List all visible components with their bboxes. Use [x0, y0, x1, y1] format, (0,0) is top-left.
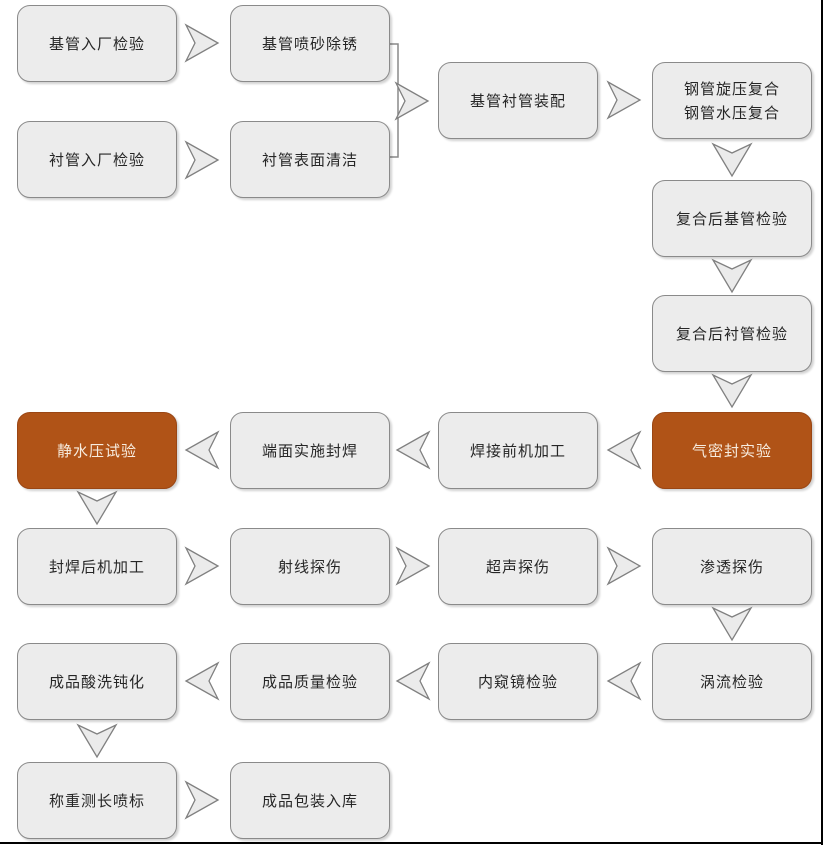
flow-node-label: 复合后基管检验: [675, 209, 788, 228]
chevron-arrow-right-icon: [606, 546, 642, 586]
chevron-arrow-left-icon: [606, 661, 642, 701]
flow-node-liner-pipe-surface-clean: 衬管表面清洁: [230, 121, 390, 198]
flow-node-post-clad-liner-inspection: 复合后衬管检验: [652, 295, 812, 372]
flow-node-eddy-current-inspection: 涡流检验: [652, 643, 812, 720]
flow-node-post-clad-base-inspection: 复合后基管检验: [652, 180, 812, 257]
flow-node-label: 基管衬管装配: [469, 91, 566, 110]
flow-node-label: 渗透探伤: [699, 557, 764, 576]
flow-node-label: 成品质量检验: [261, 672, 358, 691]
flow-node-label: 复合后衬管检验: [675, 324, 788, 343]
chevron-arrow-right-icon: [184, 23, 220, 63]
flow-node-label: 衬管入厂检验: [48, 150, 145, 169]
flow-node-label: 端面实施封焊: [261, 441, 358, 460]
flow-node-endoscope-inspection: 内窥镜检验: [438, 643, 598, 720]
flow-node-label: 成品酸洗钝化: [48, 672, 145, 691]
chevron-arrow-right-icon: [184, 546, 220, 586]
chevron-arrow-right-icon: [395, 546, 431, 586]
chevron-arrow-down-icon: [76, 490, 118, 526]
chevron-arrow-left-icon: [184, 661, 220, 701]
flow-node-base-pipe-sandblast-derust: 基管喷砂除锈: [230, 5, 390, 82]
chevron-arrow-down-icon: [711, 258, 753, 294]
flow-node-label: 焊接前机加工: [469, 441, 566, 460]
flow-node-base-pipe-incoming-inspection: 基管入厂检验: [17, 5, 177, 82]
flow-node-end-face-seal-weld: 端面实施封焊: [230, 412, 390, 489]
flow-node-product-pickling-passivation: 成品酸洗钝化: [17, 643, 177, 720]
chevron-arrow-down-icon: [711, 142, 753, 178]
flow-node-post-weld-machining: 封焊后机加工: [17, 528, 177, 605]
flow-node-label: 钢管水压复合: [683, 103, 780, 122]
chevron-arrow-left-icon: [395, 661, 431, 701]
flow-node-label: 衬管表面清洁: [261, 150, 358, 169]
flow-node-label: 内窥镜检验: [477, 672, 558, 691]
chevron-arrow-left-icon: [606, 430, 642, 470]
flow-node-base-liner-assembly: 基管衬管装配: [438, 62, 598, 139]
flow-node-product-packing-storage: 成品包装入库: [230, 762, 390, 839]
flow-node-label: 基管入厂检验: [48, 34, 145, 53]
flow-node-label: 基管喷砂除锈: [261, 34, 358, 53]
chevron-arrow-right-icon: [394, 81, 430, 121]
flow-node-air-tightness-test: 气密封实验: [652, 412, 812, 489]
chevron-arrow-right-icon: [606, 80, 642, 120]
chevron-arrow-down-icon: [76, 723, 118, 759]
frame-border-right: [821, 0, 823, 845]
flow-node-label: 静水压试验: [56, 441, 137, 460]
flow-node-label: 射线探伤: [277, 557, 342, 576]
chevron-arrow-left-icon: [395, 430, 431, 470]
flow-node-spin-hydro-cladding: 钢管旋压复合钢管水压复合: [652, 62, 812, 139]
flow-node-ultrasonic-testing: 超声探伤: [438, 528, 598, 605]
chevron-arrow-left-icon: [184, 430, 220, 470]
frame-border-bottom: [0, 842, 823, 844]
chevron-arrow-right-icon: [184, 140, 220, 180]
flow-node-label: 气密封实验: [691, 441, 772, 460]
flow-node-radiographic-testing: 射线探伤: [230, 528, 390, 605]
flow-node-pre-weld-machining: 焊接前机加工: [438, 412, 598, 489]
flow-node-label: 涡流检验: [699, 672, 764, 691]
flow-node-label: 超声探伤: [485, 557, 550, 576]
flow-node-label: 封焊后机加工: [48, 557, 145, 576]
flow-node-penetrant-testing: 渗透探伤: [652, 528, 812, 605]
flow-node-weigh-measure-mark: 称重测长喷标: [17, 762, 177, 839]
chevron-arrow-down-icon: [711, 606, 753, 642]
flow-node-liner-pipe-incoming-inspection: 衬管入厂检验: [17, 121, 177, 198]
flow-node-product-quality-inspection: 成品质量检验: [230, 643, 390, 720]
flow-node-hydrostatic-test: 静水压试验: [17, 412, 177, 489]
flow-node-label: 称重测长喷标: [48, 791, 145, 810]
flow-node-label: 钢管旋压复合: [683, 79, 780, 98]
chevron-arrow-down-icon: [711, 373, 753, 409]
chevron-arrow-right-icon: [184, 780, 220, 820]
flow-node-label: 成品包装入库: [261, 791, 358, 810]
